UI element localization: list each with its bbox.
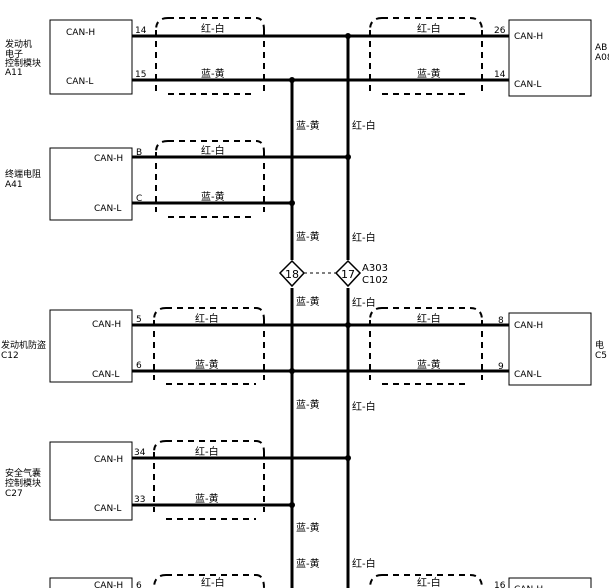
ecm-twisted-pair-shield — [155, 17, 265, 95]
wire-color-label: 红-白 — [417, 312, 441, 325]
immobilizer-can-h-label: CAN-H — [92, 320, 121, 330]
splice-dot — [345, 322, 351, 328]
connector-name-a303: A303 — [362, 263, 388, 274]
terminator-module-name: 终端电阻 A41 — [5, 168, 44, 190]
airbag-can-h-label: CAN-H — [94, 455, 123, 465]
right-c-pin-h: 8 — [498, 316, 504, 326]
bottom-right-module-box — [508, 577, 592, 588]
immobilizer-pin-l: 6 — [136, 361, 142, 371]
bottom-right-twisted-pair-shield — [369, 574, 483, 588]
trunk-color-label: 红-白 — [352, 231, 376, 244]
abs-module-box — [508, 19, 592, 97]
immobilizer-can-l-label: CAN-L — [92, 370, 119, 380]
splice-dot — [289, 368, 295, 374]
terminator-module-box — [49, 147, 133, 221]
trunk-color-label: 蓝-黄 — [296, 521, 320, 534]
splice-dot — [345, 455, 351, 461]
airbag-pin-h: 34 — [134, 448, 146, 458]
splice-dot — [345, 33, 351, 39]
right-c-can-h-label: CAN-H — [514, 321, 543, 331]
right-c-module-name: 电 C5 — [595, 339, 607, 361]
bottom-right-pin-h: 16 — [494, 581, 506, 588]
wire-color-label: 红-白 — [417, 576, 441, 588]
terminator-pin-h: B — [136, 148, 142, 158]
trunk-color-label: 红-白 — [352, 119, 376, 132]
splice-dot — [289, 77, 295, 83]
wire-color-label: 红-白 — [201, 144, 225, 157]
bottom-left-module-box — [49, 577, 133, 588]
ecm-pin-h: 14 — [135, 26, 147, 36]
ecm-pin-l: 15 — [135, 70, 146, 80]
immobilizer-module-box — [49, 309, 133, 383]
connector-pin-17: 17 — [341, 268, 355, 281]
wire-color-label: 蓝-黄 — [417, 358, 441, 371]
immobilizer-module-name: 发动机防盗 C12 — [1, 339, 49, 361]
trunk-color-label: 蓝-黄 — [296, 557, 320, 570]
ecm-module-box — [49, 19, 133, 95]
wire-color-label: 蓝-黄 — [201, 67, 225, 80]
terminator-can-l-label: CAN-L — [94, 204, 121, 214]
abs-can-l-label: CAN-L — [514, 80, 541, 90]
airbag-module-box — [49, 441, 133, 521]
immobilizer-twisted-pair-shield — [153, 307, 265, 385]
bottom-right-can-h-label: CAN-H — [514, 585, 543, 588]
ecm-can-h-label: CAN-H — [66, 28, 95, 38]
wire-color-label: 红-白 — [195, 312, 219, 325]
terminator-can-h-label: CAN-H — [94, 154, 123, 164]
bottom-left-twisted-pair-shield — [153, 574, 265, 588]
wire-color-label: 蓝-黄 — [417, 67, 441, 80]
wire-color-label: 蓝-黄 — [201, 190, 225, 203]
trunk-color-label: 红-白 — [352, 296, 376, 309]
splice-dot — [289, 200, 295, 206]
right-c-pin-l: 9 — [498, 362, 504, 372]
connector-name-c102: C102 — [362, 275, 388, 286]
splice-dot — [345, 154, 351, 160]
right-c-module-box — [508, 312, 592, 386]
terminator-pin-l: C — [136, 194, 142, 204]
abs-pin-h: 26 — [494, 26, 506, 36]
airbag-can-l-label: CAN-L — [94, 504, 121, 514]
abs-pin-l: 14 — [494, 70, 506, 80]
wire-color-label: 红-白 — [417, 22, 441, 35]
abs-module-name: AB A08 — [595, 43, 609, 63]
trunk-color-label: 红-白 — [352, 400, 376, 413]
airbag-module-name: 安全气囊 控制模块 C27 — [5, 467, 44, 499]
wire-color-label: 蓝-黄 — [195, 358, 219, 371]
trunk-color-label: 蓝-黄 — [296, 230, 320, 243]
immobilizer-pin-h: 5 — [136, 315, 142, 325]
right-c-twisted-pair-shield — [369, 307, 483, 385]
trunk-color-label: 蓝-黄 — [296, 119, 320, 132]
trunk-color-label: 蓝-黄 — [296, 398, 320, 411]
trunk-color-label: 蓝-黄 — [296, 295, 320, 308]
bottom-left-pin-h: 6 — [136, 581, 142, 588]
terminator-twisted-pair-shield — [155, 140, 265, 218]
splice-dot — [289, 502, 295, 508]
airbag-pin-l: 33 — [134, 495, 145, 505]
airbag-twisted-pair-shield — [153, 440, 265, 520]
ecm-module-name: 发动机 电子 控制模块 A11 — [5, 38, 44, 78]
wire-color-label: 红-白 — [201, 576, 225, 588]
wire-color-label: 红-白 — [195, 445, 219, 458]
connector-pin-18: 18 — [285, 268, 299, 281]
wire-color-label: 蓝-黄 — [195, 492, 219, 505]
abs-can-h-label: CAN-H — [514, 32, 543, 42]
ecm-can-l-label: CAN-L — [66, 77, 93, 87]
abs-twisted-pair-shield — [369, 17, 483, 95]
trunk-color-label: 红-白 — [352, 557, 376, 570]
bottom-left-can-h-label: CAN-H — [94, 581, 123, 588]
connector-pin-17-marker — [334, 259, 362, 288]
right-c-can-l-label: CAN-L — [514, 370, 541, 380]
connector-pin-18-marker — [278, 259, 306, 288]
wire-color-label: 红-白 — [201, 22, 225, 35]
